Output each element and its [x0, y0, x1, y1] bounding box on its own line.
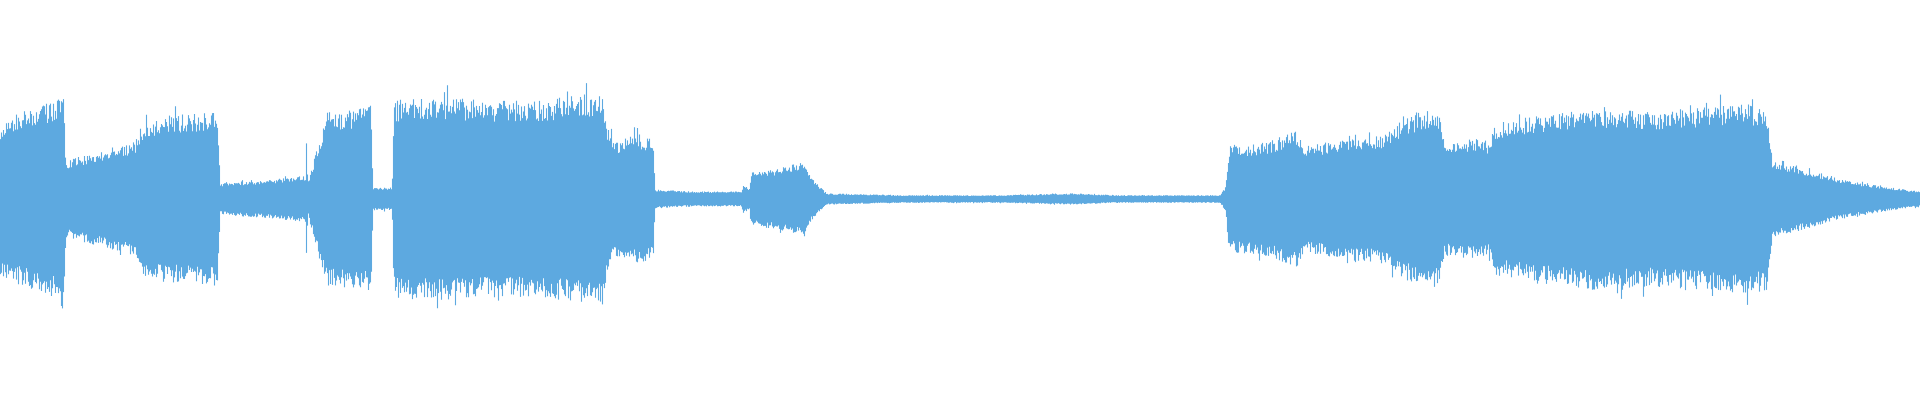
waveform-peaks	[0, 83, 1920, 309]
waveform-path	[0, 83, 1920, 309]
